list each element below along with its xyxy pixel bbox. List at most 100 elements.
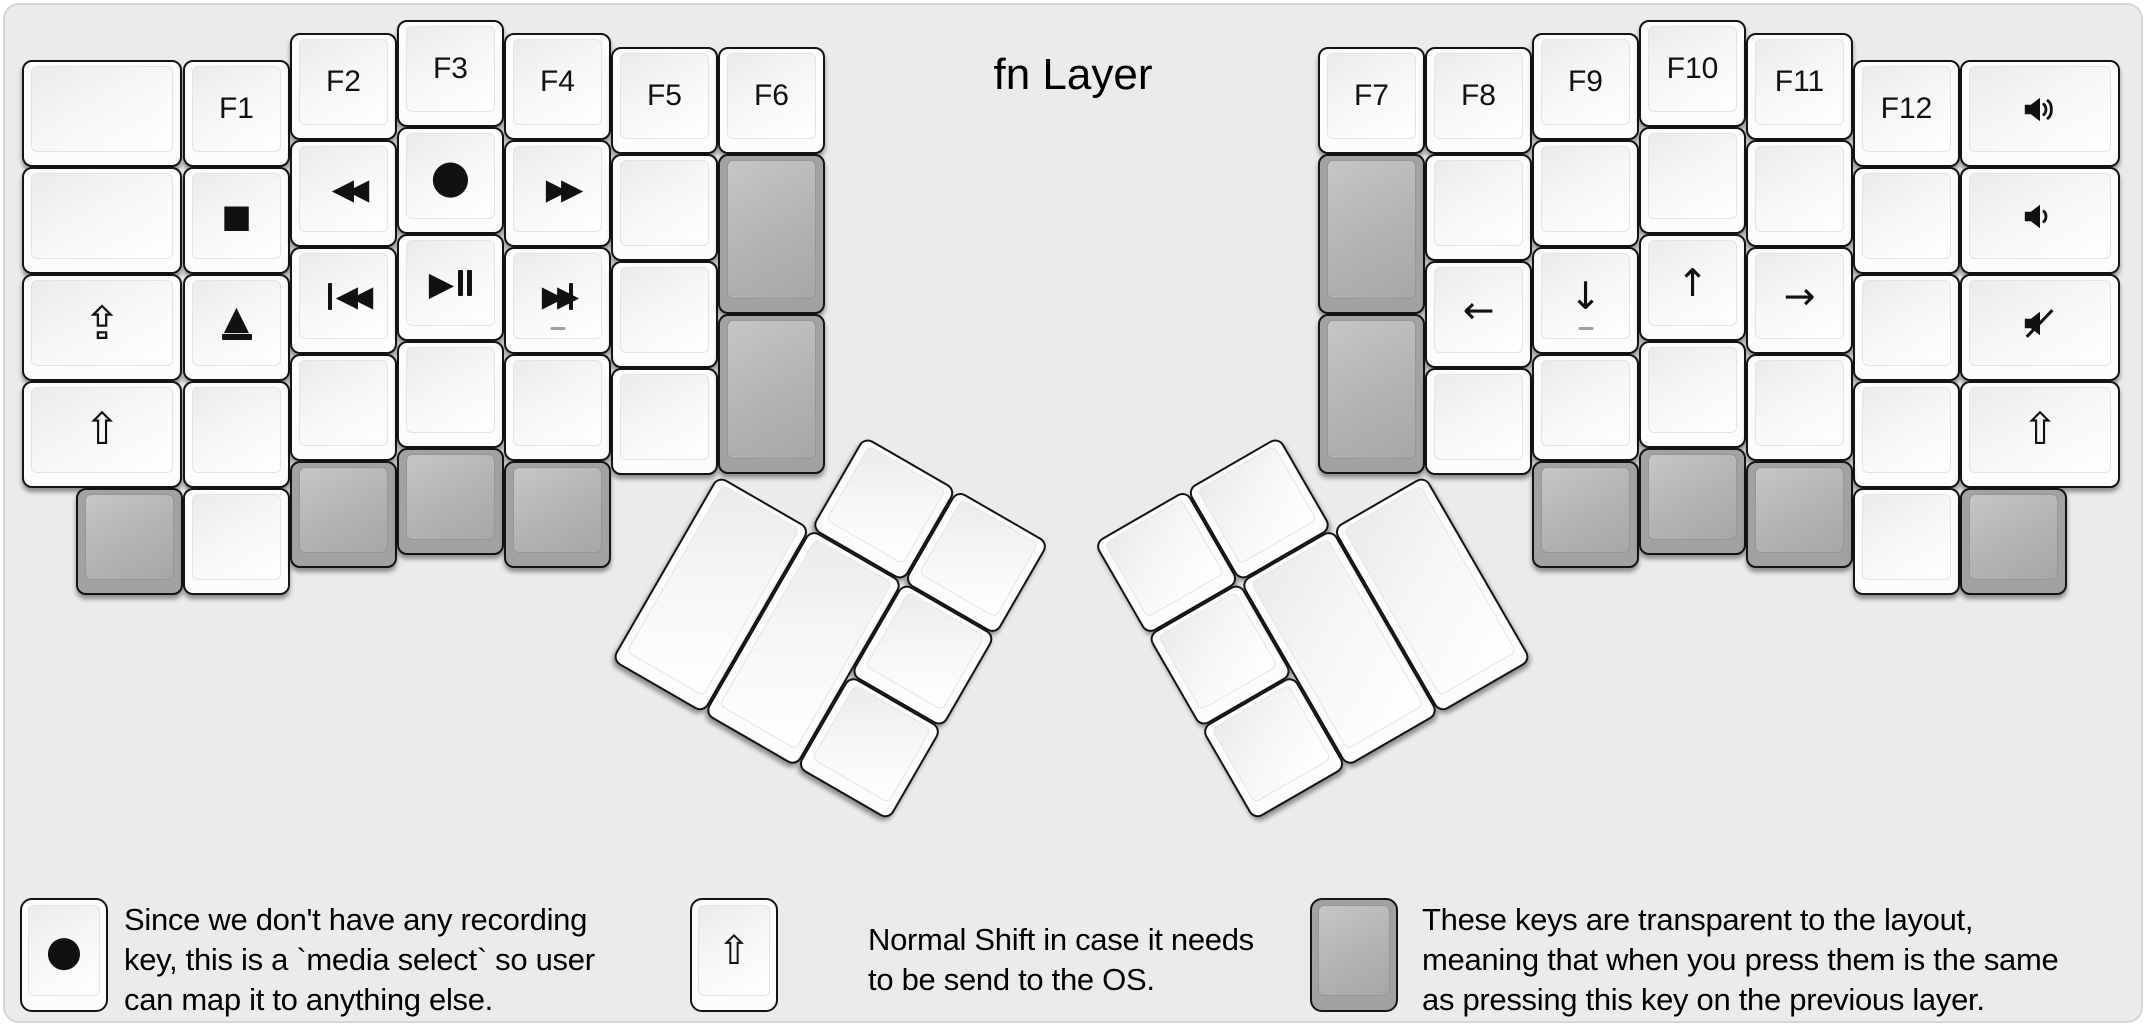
rewind-icon: ◀◀ <box>331 171 370 206</box>
key-r-bottom-2[interactable] <box>1532 461 1639 568</box>
key-glyph-record: ● <box>430 149 471 203</box>
key-l-bottom-4[interactable] <box>504 461 611 568</box>
homing-bar-next-track <box>550 327 565 330</box>
key-f2[interactable]: F2 <box>290 33 397 140</box>
key-volume-down[interactable] <box>1960 167 2120 274</box>
shift-arrow-icon: ⇧ <box>717 927 751 974</box>
legend-transparent-line2: meaning that when you press them is the … <box>1422 942 2059 977</box>
key-l-bottom-1[interactable] <box>183 488 290 595</box>
key-label-f12: F12 <box>1880 92 1933 125</box>
key-r-bottom-4[interactable] <box>1746 461 1853 568</box>
key-label-f1: F1 <box>218 92 254 125</box>
key-f6[interactable]: F6 <box>718 47 825 154</box>
fast-forward-icon: ▶▶ <box>545 171 584 206</box>
key-r-inner-2[interactable] <box>1318 314 1425 474</box>
key-r-c2-r1[interactable] <box>1532 140 1639 247</box>
key-arrow-up[interactable]: ↑ <box>1639 234 1746 341</box>
key-r-bottom-3[interactable] <box>1639 448 1746 555</box>
key-r-bottom-5[interactable] <box>1853 488 1960 595</box>
legend-shift-line1: Normal Shift in case it needs <box>868 922 1254 957</box>
key-fast-forward[interactable]: ▶▶ <box>504 140 611 247</box>
key-f11[interactable]: F11 <box>1746 33 1853 140</box>
key-glyph-caps-lock: ⇪ <box>82 296 122 350</box>
key-l-c3-r3[interactable] <box>397 341 504 448</box>
key-l-c0-r0[interactable] <box>22 60 182 167</box>
key-l-c2-r3[interactable] <box>290 354 397 461</box>
transparent-key-icon <box>1310 898 1398 1012</box>
key-f10[interactable]: F10 <box>1639 20 1746 127</box>
key-shift-left[interactable]: ⇧ <box>22 381 182 488</box>
key-r-c3-r1[interactable] <box>1639 127 1746 234</box>
key-eject[interactable]: ▲ <box>183 274 290 381</box>
key-f3[interactable]: F3 <box>397 20 504 127</box>
key-arrow-down[interactable]: ↓ <box>1532 247 1639 354</box>
key-r-c4-r1[interactable] <box>1746 140 1853 247</box>
key-mute[interactable] <box>1960 274 2120 381</box>
key-label-f6: F6 <box>753 79 789 112</box>
record-key-icon: ● <box>20 898 108 1012</box>
key-f5[interactable]: F5 <box>611 47 718 154</box>
key-next-track[interactable]: ▶▶ <box>504 247 611 354</box>
legend-record-line2: key, this is a `media select` so user <box>124 942 595 977</box>
key-l-c4-r3[interactable] <box>504 354 611 461</box>
homing-bar-arrow-down <box>1578 327 1593 330</box>
key-label-f11: F11 <box>1774 65 1825 98</box>
key-shift-right[interactable]: ⇧ <box>1960 381 2120 488</box>
legend-shift-text: Normal Shift in case it needs to be send… <box>868 920 1254 1000</box>
key-f1[interactable]: F1 <box>183 60 290 167</box>
legend-record-text: Since we don't have any recording key, t… <box>124 900 595 1020</box>
key-r-c3-r3[interactable] <box>1639 341 1746 448</box>
key-glyph-shift-right: ⇧ <box>2021 404 2059 455</box>
key-play-pause[interactable]: ▶ <box>397 234 504 341</box>
play-pause-icon: ▶ <box>429 267 473 300</box>
undefined: ◀◀ <box>335 278 374 313</box>
key-l-c0-r1[interactable] <box>22 167 182 274</box>
key-label-f10: F10 <box>1666 52 1719 85</box>
key-r-c5-r2[interactable] <box>1853 274 1960 381</box>
key-l-c5-r2[interactable] <box>611 261 718 368</box>
key-l-c5-r1[interactable] <box>611 154 718 261</box>
key-l-c5-r3[interactable] <box>611 368 718 475</box>
key-l-bottom-3[interactable] <box>397 448 504 555</box>
key-f9[interactable]: F9 <box>1532 33 1639 140</box>
key-r-c1-r3[interactable] <box>1425 368 1532 475</box>
key-prev-track[interactable]: ◀◀ <box>290 247 397 354</box>
key-glyph-shift-left: ⇧ <box>83 404 121 455</box>
key-arrow-left[interactable]: ← <box>1425 261 1532 368</box>
key-arrow-right[interactable]: → <box>1746 247 1853 354</box>
key-f4[interactable]: F4 <box>504 33 611 140</box>
key-l-inner-1[interactable] <box>718 154 825 314</box>
key-f7[interactable]: F7 <box>1318 47 1425 154</box>
legend-record-line1: Since we don't have any recording <box>124 902 588 937</box>
record-dot-icon: ● <box>45 925 83 975</box>
key-label-f8: F8 <box>1460 79 1496 112</box>
key-label-f9: F9 <box>1567 65 1603 98</box>
key-r-c5-r3[interactable] <box>1853 381 1960 488</box>
key-f8[interactable]: F8 <box>1425 47 1532 154</box>
key-l-bottom-2[interactable] <box>290 461 397 568</box>
key-record[interactable]: ● <box>397 127 504 234</box>
key-f12[interactable]: F12 <box>1853 60 1960 167</box>
key-r-c1-r1[interactable] <box>1425 154 1532 261</box>
key-r-inner-1[interactable] <box>1318 154 1425 314</box>
key-stop[interactable]: ■ <box>183 167 290 274</box>
legend-transparent: These keys are transparent to the layout… <box>1310 898 2059 1020</box>
key-r-c4-r3[interactable] <box>1746 354 1853 461</box>
key-r-bottom-6[interactable] <box>1960 488 2067 595</box>
legend-record-line3: can map it to anything else. <box>124 982 493 1017</box>
key-l-inner-2[interactable] <box>718 314 825 474</box>
key-label-f5: F5 <box>646 79 682 112</box>
layer-title: fn Layer <box>993 50 1153 99</box>
key-label-f4: F4 <box>539 65 575 98</box>
shift-key-icon: ⇧ <box>690 898 778 1012</box>
legend-shift: ⇧ Normal Shift in case it needs to be se… <box>690 898 1254 1012</box>
key-r-c5-r1[interactable] <box>1853 167 1960 274</box>
key-caps-lock[interactable]: ⇪ <box>22 274 182 381</box>
key-r-c2-r3[interactable] <box>1532 354 1639 461</box>
key-l-bottom-0[interactable] <box>76 488 183 595</box>
key-rewind[interactable]: ◀◀ <box>290 140 397 247</box>
key-label-f3: F3 <box>432 52 468 85</box>
key-volume-up[interactable] <box>1960 60 2120 167</box>
key-l-c1-r3[interactable] <box>183 381 290 488</box>
